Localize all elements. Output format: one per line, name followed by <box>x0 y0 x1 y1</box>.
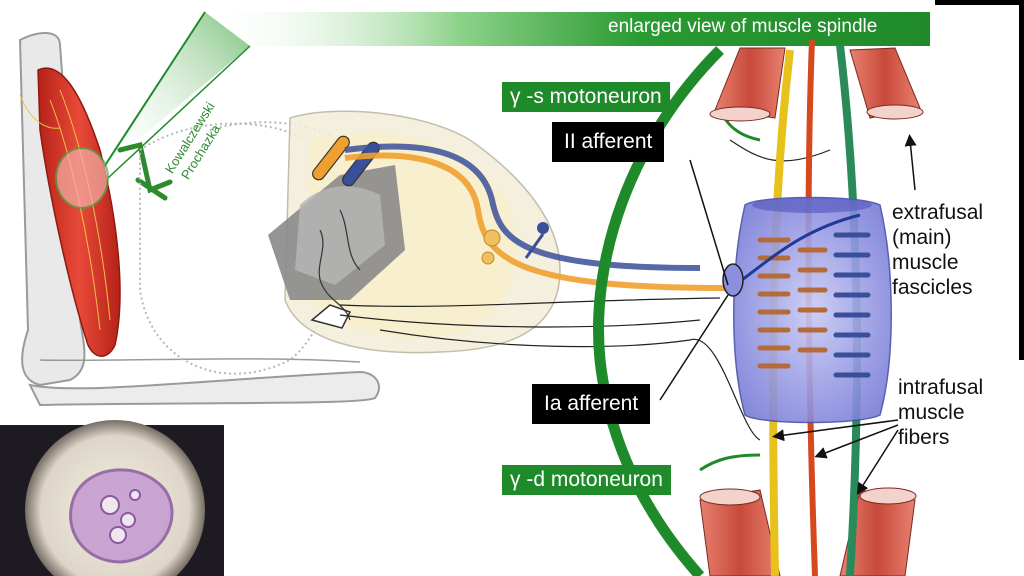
extrafusal-line: (main) <box>892 226 952 249</box>
intrafusal-line: intrafusal <box>898 376 984 399</box>
extrafusal-label: extrafusal (main) muscle fascicles <box>892 200 983 300</box>
spindle-capsule <box>722 196 892 424</box>
efferent-fibers <box>339 139 831 441</box>
histology-inset <box>0 420 224 576</box>
probe-icon <box>117 141 173 201</box>
gamma-s-motoneuron-label: γ -s motoneuron <box>502 82 670 112</box>
intrafusal-label: intrafusal muscle fibers <box>898 375 983 450</box>
intrafusal-line: muscle <box>898 401 965 424</box>
leader-lines <box>659 134 917 496</box>
extrafusal-line: fascicles <box>892 276 973 299</box>
extrafusal-line: extrafusal <box>892 201 984 224</box>
intrafusal-line: fibers <box>898 426 950 449</box>
arm-illustration <box>18 32 380 407</box>
ii-afferent-label: II afferent <box>552 122 665 162</box>
extrafusal-fascicles <box>699 47 924 576</box>
extrafusal-line: muscle <box>892 251 959 274</box>
gamma-d-motoneuron-label: γ -d motoneuron <box>502 465 671 495</box>
afferent-roots <box>312 135 726 291</box>
ia-afferent-label: Ia afferent <box>532 384 651 424</box>
banner <box>101 11 930 179</box>
banner-title: enlarged view of muscle spindle <box>608 16 878 37</box>
